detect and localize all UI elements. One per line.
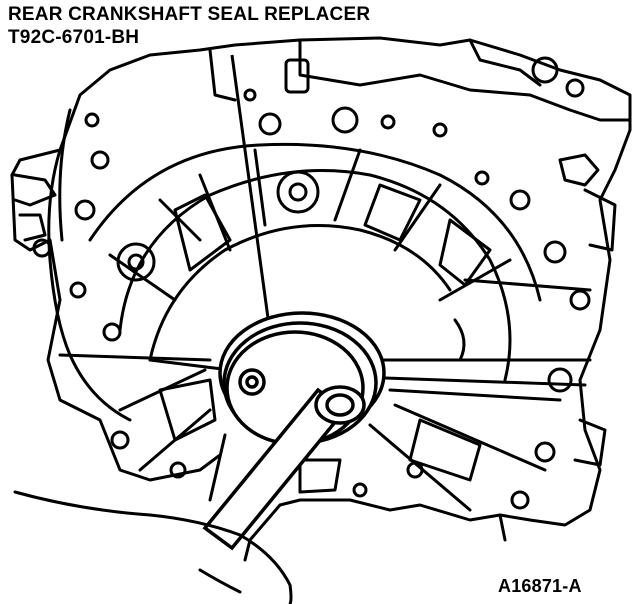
engine-left-edge	[12, 175, 220, 480]
engine-block-outline	[12, 38, 630, 560]
tool-number-label: T92C-6701-BH	[8, 27, 140, 48]
upper-housing	[300, 40, 630, 120]
tool-name-label: REAR CRANKSHAFT SEAL REPLACER	[8, 4, 371, 25]
hand-outline	[15, 492, 291, 604]
left-flange	[49, 150, 130, 420]
callout-leader-line	[232, 55, 268, 318]
figure-id-label: A16871-A	[498, 576, 582, 596]
bolt-top-center	[278, 172, 318, 212]
seal-replacer-tool	[205, 313, 384, 548]
rear-cover-ribs	[60, 144, 590, 510]
